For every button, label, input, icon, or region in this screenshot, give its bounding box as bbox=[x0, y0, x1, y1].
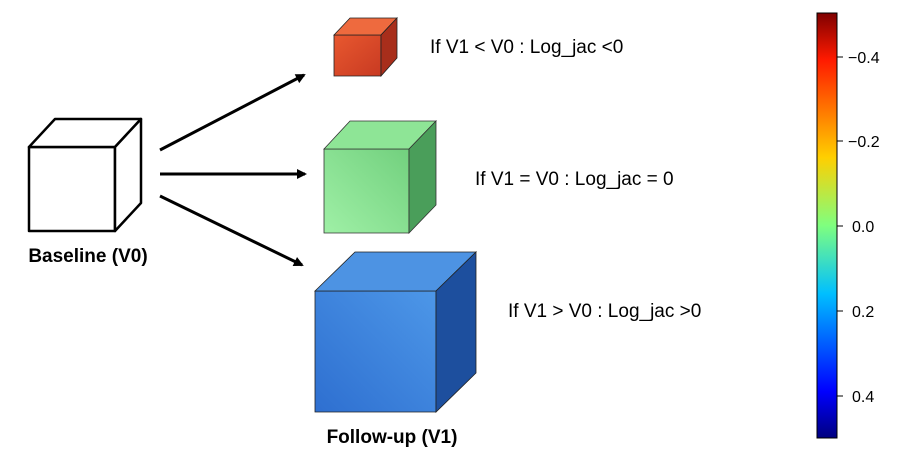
colorbar-tick-label: 0.2 bbox=[852, 304, 874, 321]
small-red-cube bbox=[333, 16, 398, 78]
colorbar-tick-label: 0.4 bbox=[852, 389, 874, 406]
condition-equal: If V1 = V0 : Log_jac = 0 bbox=[475, 169, 674, 190]
followup-label: Follow-up (V1) bbox=[327, 427, 458, 448]
condition-decrease: If V1 < V0 : Log_jac <0 bbox=[430, 37, 623, 58]
baseline-cube bbox=[27, 117, 143, 233]
colorbar-tick-label: 0.0 bbox=[852, 219, 874, 236]
mid-green-cube bbox=[323, 120, 437, 234]
colorbar-ticks bbox=[837, 56, 843, 397]
condition-increase: If V1 > V0 : Log_jac >0 bbox=[508, 301, 701, 322]
arrow-to-large-cube bbox=[159, 194, 304, 267]
colorbar bbox=[816, 12, 838, 439]
colorbar-tick-label: −0.4 bbox=[848, 50, 880, 67]
baseline-label: Baseline (V0) bbox=[28, 246, 147, 267]
colorbar-tick-label: −0.2 bbox=[848, 134, 880, 151]
arrow-to-small-cube bbox=[159, 73, 306, 152]
large-blue-cube bbox=[314, 251, 477, 413]
